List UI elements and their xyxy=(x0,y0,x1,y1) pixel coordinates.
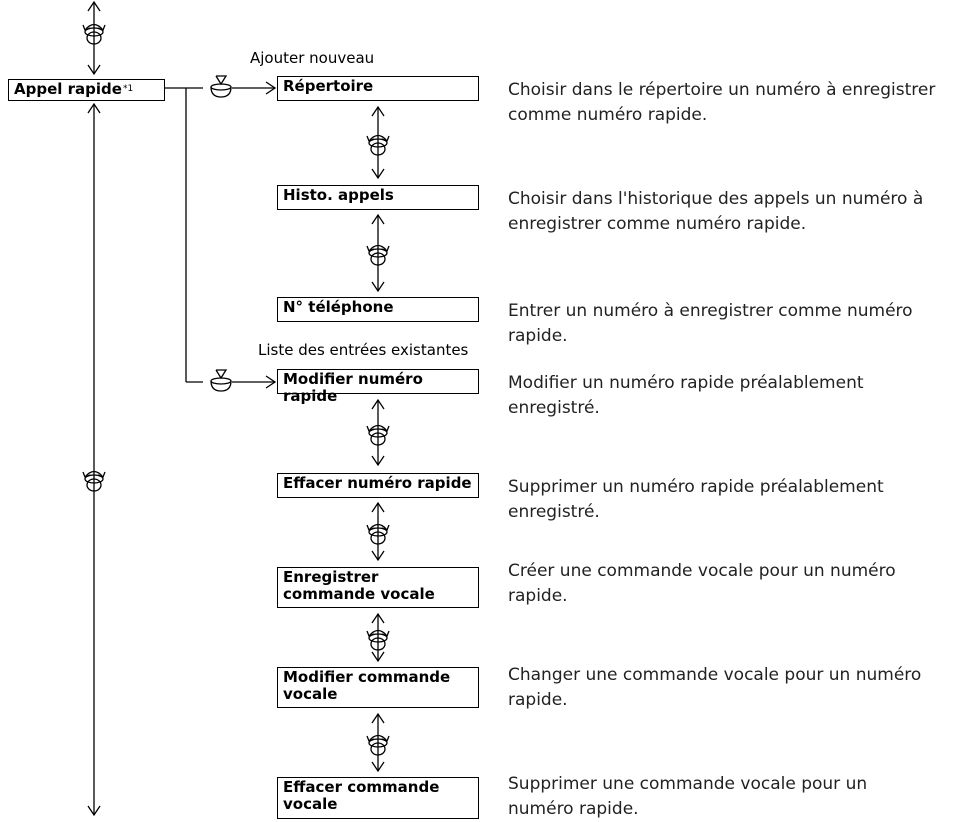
menu-item-effacer-numero-rapide: Effacer numéro rapide xyxy=(277,473,479,498)
menu-item-label: Modifier commande vocale xyxy=(283,668,451,703)
rotate-knob-icon xyxy=(366,523,390,545)
item-description: Choisir dans le répertoire un numéro à e… xyxy=(508,80,936,125)
menu-item-label: Effacer commande vocale xyxy=(283,778,440,813)
navigation-arrow xyxy=(87,102,101,817)
item-description: Supprimer un numéro rapide préalablement… xyxy=(508,477,884,522)
item-description: Changer une commande vocale pour un numé… xyxy=(508,665,922,710)
item-description: Modifier un numéro rapide préalablement … xyxy=(508,373,864,418)
menu-item-appel-rapide: Appel rapide*1 xyxy=(8,79,165,101)
section-label-existing: Liste des entrées existantes xyxy=(258,341,469,359)
rotate-knob-icon xyxy=(82,23,106,45)
select-arrow xyxy=(232,81,277,95)
menu-item-label: Effacer numéro rapide xyxy=(283,474,472,492)
menu-item-modifier-commande-vocale: Modifier commande vocale xyxy=(277,667,479,708)
navigation-arrow xyxy=(87,0,101,76)
section-label-add-new: Ajouter nouveau xyxy=(250,49,375,67)
rotate-knob-icon xyxy=(366,424,390,446)
menu-item-repertoire: Répertoire xyxy=(277,76,479,101)
item-description: Créer une commande vocale pour un numéro… xyxy=(508,561,896,606)
rotate-knob-icon xyxy=(366,134,390,156)
menu-item-label: Histo. appels xyxy=(283,186,394,204)
menu-item-label: Modifier numéro rapide xyxy=(283,370,423,405)
select-arrow xyxy=(232,375,277,389)
footnote-marker: *1 xyxy=(122,84,134,94)
item-description: Choisir dans l'historique des appels un … xyxy=(508,189,924,234)
menu-item-effacer-commande-vocale: Effacer commande vocale xyxy=(277,777,479,819)
menu-item-modifier-numero-rapide: Modifier numéro rapide xyxy=(277,369,479,405)
menu-item-label: Appel rapide xyxy=(14,80,122,98)
press-knob-icon xyxy=(210,75,232,98)
menu-item-histo-appels: Histo. appels xyxy=(277,185,479,210)
menu-item-enregistrer-commande-vocale: Enregistrer commande vocale xyxy=(277,567,479,608)
press-knob-icon xyxy=(210,369,232,392)
rotate-knob-icon xyxy=(366,734,390,756)
item-description: Entrer un numéro à enregistrer comme num… xyxy=(508,301,913,346)
rotate-knob-icon xyxy=(366,629,390,651)
rotate-knob-icon xyxy=(366,244,390,266)
menu-item-no-telephone: N° téléphone xyxy=(277,297,479,322)
menu-item-label: Répertoire xyxy=(283,77,374,95)
item-description: Supprimer une commande vocale pour un nu… xyxy=(508,774,868,819)
rotate-knob-icon xyxy=(82,470,106,492)
menu-item-label: Enregistrer commande vocale xyxy=(283,568,435,603)
menu-item-label: N° téléphone xyxy=(283,298,394,316)
